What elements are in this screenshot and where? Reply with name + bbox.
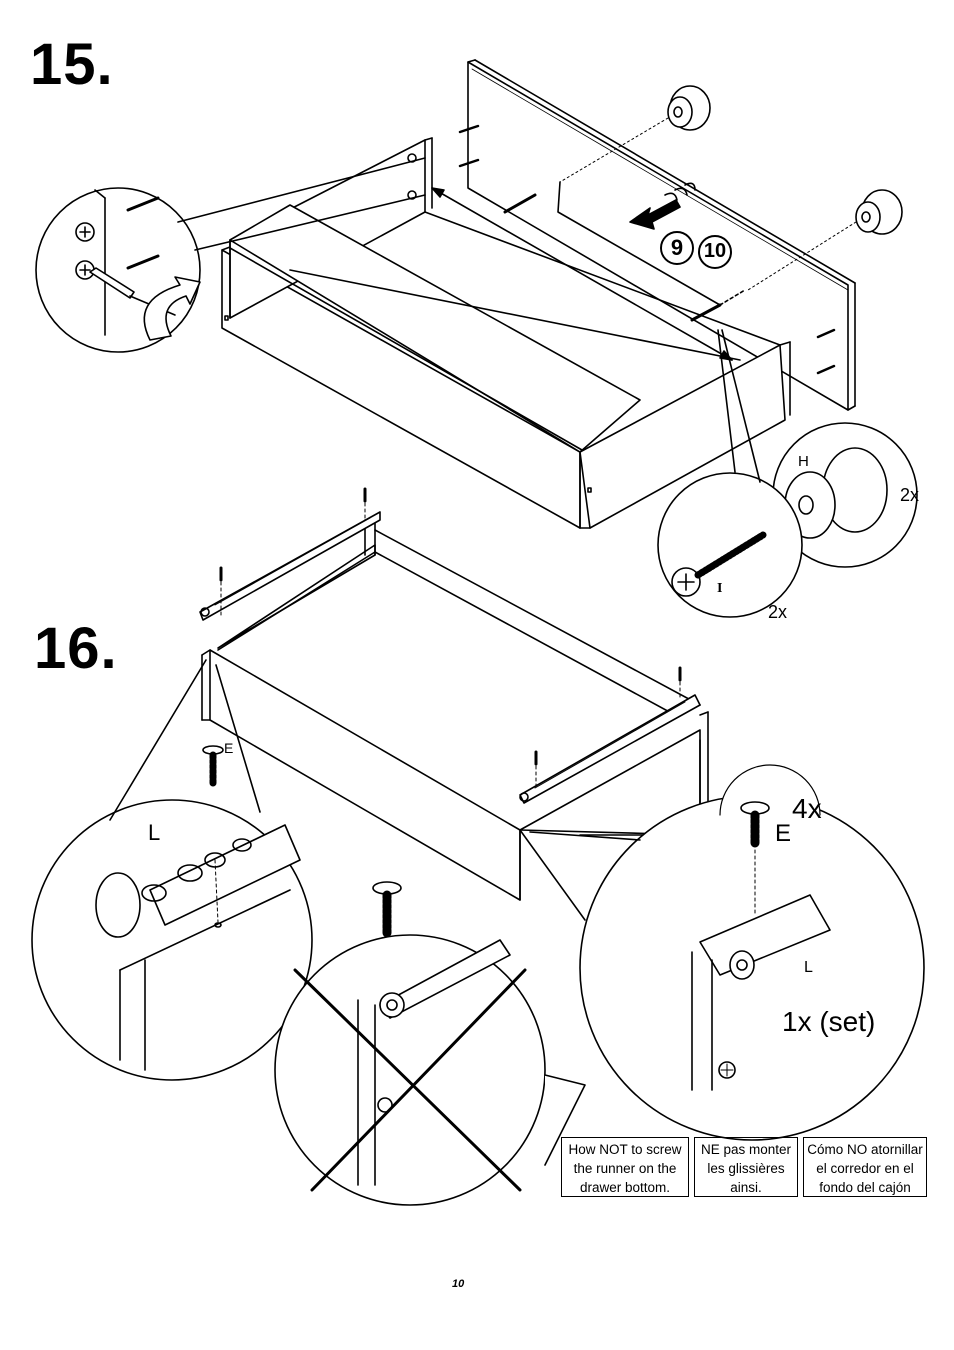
wrong-mounting-detail [274,881,586,1206]
runner-detail-left [31,659,313,1081]
runner-label-left: L [148,820,161,845]
front-panel-fittings [458,124,836,375]
rotate-arrow-icon [143,276,201,341]
screw-quantity: 2x [768,602,788,622]
screw-icon [202,487,682,791]
part-number-10: 10 [698,235,732,269]
step-16-number: 16. [34,616,118,681]
screw-label-small: E [224,740,234,756]
step-15-number: 15. [30,32,114,97]
drawer-box-step16 [201,519,709,901]
screw-label: I [717,581,723,596]
screw-quantity-16: 4x [792,793,822,824]
cross-out-icon [293,968,527,1192]
runner-label-right: L [804,959,813,976]
warning-spanish: Cómo NO atornillar el corredor en el fon… [803,1137,927,1197]
drawer-box [221,137,791,529]
warning-french: NE pas monter les glissières ainsi. [694,1137,798,1197]
push-arrow-icon [629,182,696,230]
dimension-arrow [431,187,733,361]
drawer-front-panel [467,59,856,411]
set-quantity: 1x (set) [782,1006,876,1037]
cam-lock-detail [35,157,426,353]
warning-english: How NOT to screw the runner on the drawe… [561,1137,689,1197]
runner-detail-right [519,764,925,1141]
part-number-9: 9 [660,231,694,265]
knob-detail [772,422,918,568]
knob-icon [559,85,711,183]
runner-icon [199,511,381,621]
knob-label: H [798,453,809,470]
runner-icon [519,694,701,804]
knob-quantity: 2x [900,485,920,505]
screw-detail [657,329,803,618]
knob-icon [747,189,903,291]
page-number: 10 [452,1278,465,1290]
screw-label-big: E [775,820,792,847]
